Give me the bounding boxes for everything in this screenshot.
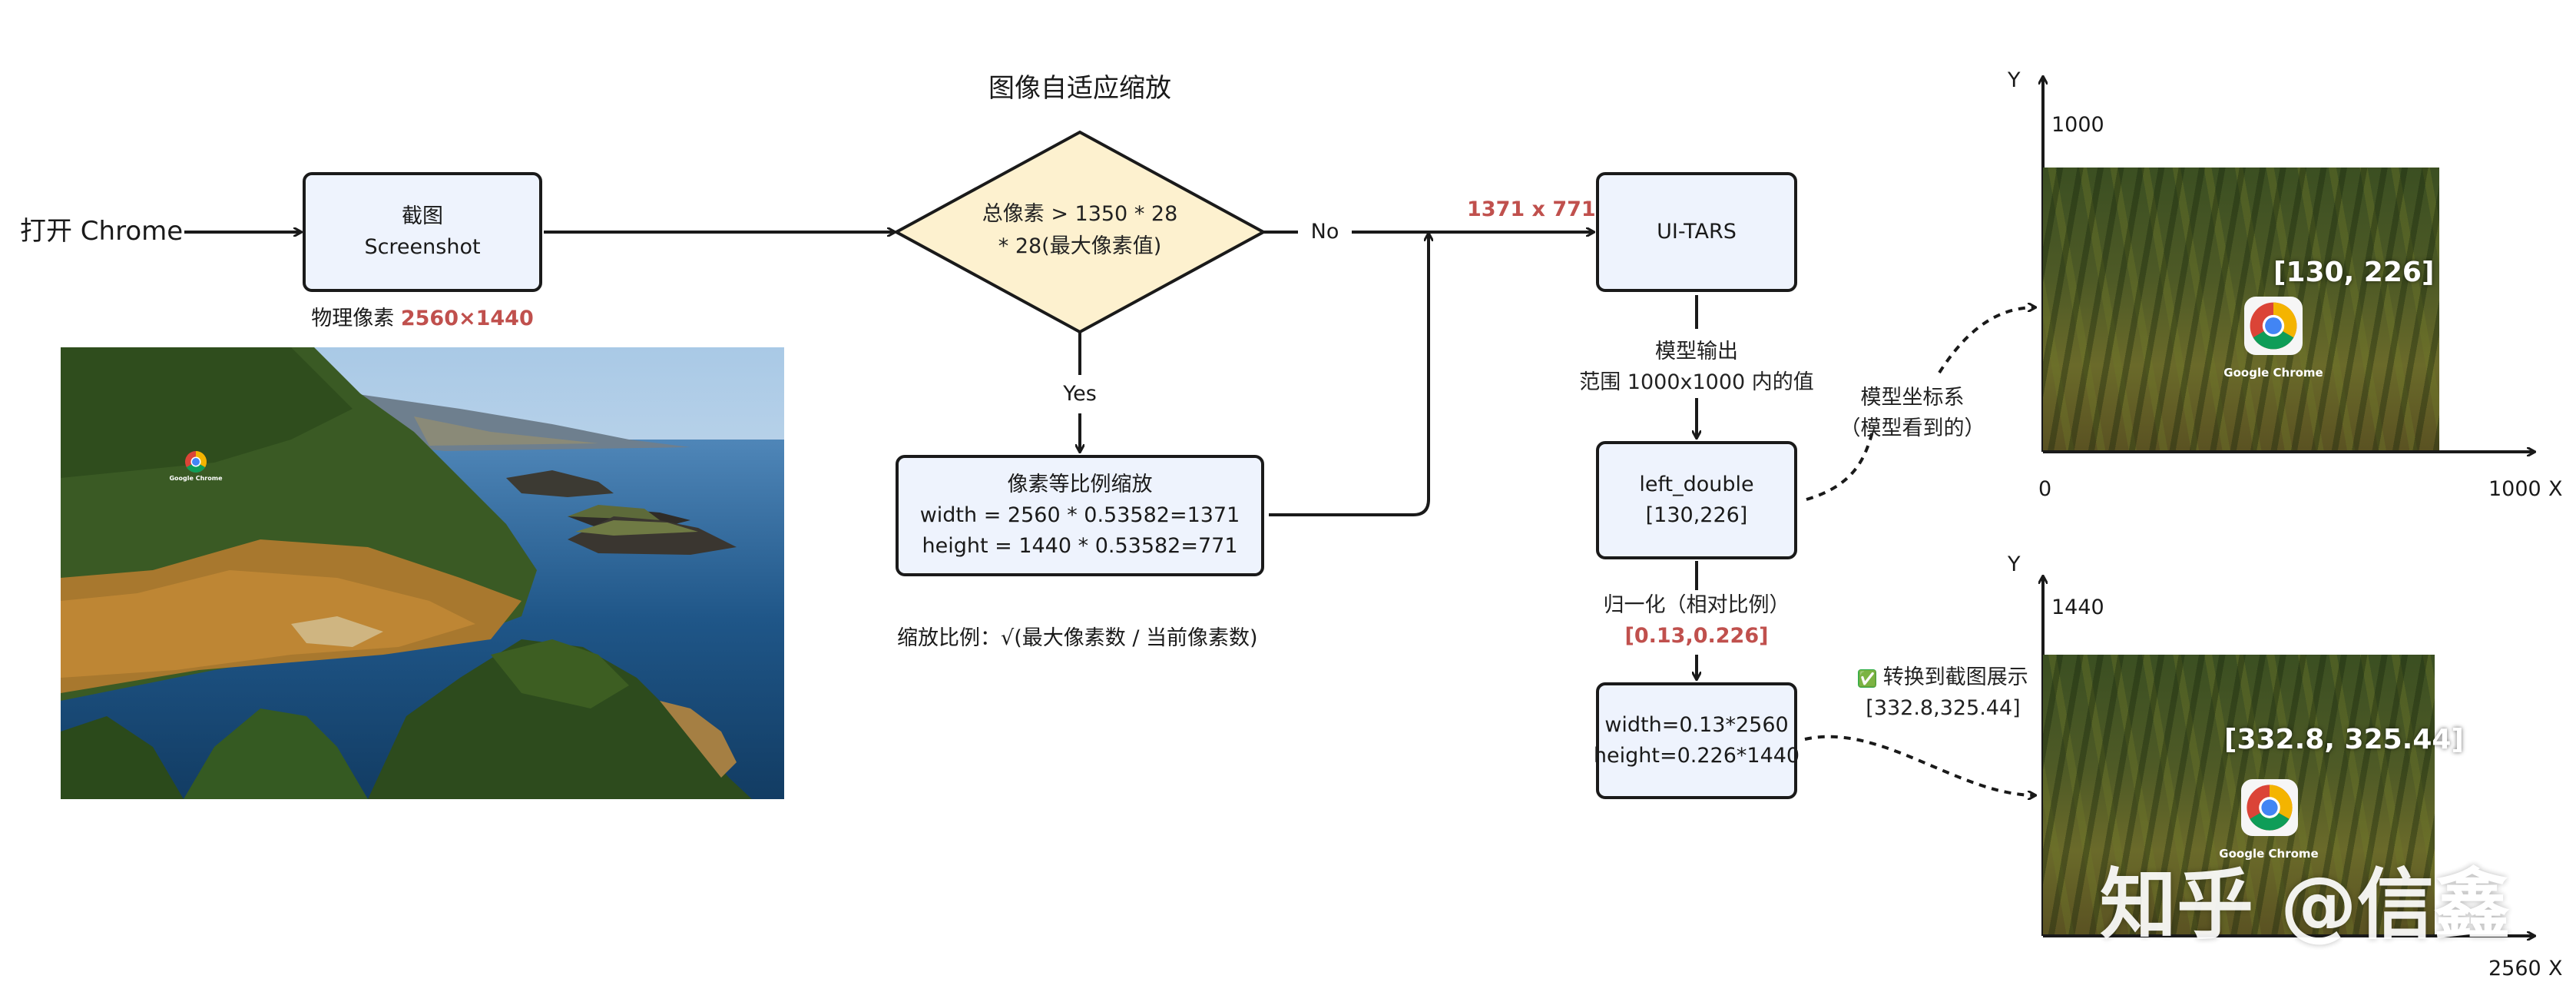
resized-dimensions: 1371 x 771 bbox=[1467, 197, 1596, 221]
desktop-chrome-icon[interactable] bbox=[184, 450, 207, 473]
screenshot-box: 截图 Screenshot bbox=[303, 172, 542, 292]
model-output-line1: 模型输出 bbox=[1655, 340, 1738, 363]
convert-note-line2: [332.8,325.44] bbox=[1866, 696, 2021, 720]
bottom-plot-coord-text: [332.8, 325.44] bbox=[2224, 724, 2464, 755]
top-plot-chrome-icon bbox=[2244, 297, 2303, 355]
top-plot-image: [130, 226] Google Chrome bbox=[2043, 168, 2439, 450]
normalize-line1: 归一化（相对比例） bbox=[1603, 593, 1790, 617]
bottom-plot-y-max: 1440 bbox=[2051, 596, 2104, 619]
resize-box-line1: 像素等比例缩放 bbox=[1007, 473, 1153, 496]
physical-pixels-label: 物理像素 2560×1440 bbox=[311, 307, 534, 330]
no-label: No bbox=[1310, 220, 1339, 244]
bottom-plot-y-axis-label: Y bbox=[2008, 552, 2021, 576]
coastal-landscape bbox=[61, 347, 784, 799]
bottom-plot-x-axis-label: X bbox=[2548, 957, 2563, 980]
arrow-resize-to-uitars bbox=[1269, 234, 1429, 516]
dashed-arrow-to-top-plot bbox=[1938, 307, 2035, 374]
normalize-label: 归一化（相对比例） [0.13,0.226] bbox=[1558, 590, 1835, 652]
action-box-line1: left_double bbox=[1639, 473, 1754, 496]
convert-box-line1: width=0.13*2560 bbox=[1604, 713, 1789, 737]
decision-line2: * 28(最大像素值) bbox=[998, 234, 1162, 258]
top-plot-x-max: 1000 bbox=[2488, 477, 2541, 501]
top-plot-coord-text: [130, 226] bbox=[2273, 257, 2435, 288]
convert-box-line2: height=0.226*1440 bbox=[1593, 744, 1800, 768]
model-output-line2: 范围 1000x1000 内的值 bbox=[1579, 370, 1814, 394]
screenshot-box-line1: 截图 bbox=[402, 204, 443, 228]
model-output-label: 模型输出 范围 1000x1000 内的值 bbox=[1566, 337, 1827, 398]
decision-diamond bbox=[892, 130, 1267, 334]
desktop-screenshot-image: Google Chrome bbox=[61, 347, 784, 799]
top-plot-chrome-label: Google Chrome bbox=[2223, 366, 2323, 380]
physical-pixels-value: 2560×1440 bbox=[400, 307, 534, 330]
desktop-chrome-label: Google Chrome bbox=[169, 475, 223, 482]
decision-line1: 总像素 > 1350 * 28 bbox=[982, 202, 1178, 226]
bottom-plot-x-max: 2560 bbox=[2488, 957, 2541, 980]
ui-tars-label: UI-TARS bbox=[1657, 220, 1737, 244]
bottom-plot-image: [332.8, 325.44] Google Chrome bbox=[2043, 655, 2464, 934]
top-plot-origin: 0 bbox=[2038, 477, 2052, 501]
model-coord-line1: 模型坐标系 bbox=[1860, 386, 1965, 410]
start-label: 打开 Chrome bbox=[20, 216, 184, 247]
resize-box-line2: width = 2560 * 0.53582=1371 bbox=[919, 503, 1240, 527]
top-plot-y-axis-label: Y bbox=[2008, 68, 2021, 92]
action-box: left_double [130,226] bbox=[1596, 441, 1797, 559]
dashed-arrow-to-bottom-plot bbox=[1804, 735, 2035, 795]
diagram-title: 图像自适应缩放 bbox=[988, 73, 1171, 104]
action-box-line2: [130,226] bbox=[1645, 503, 1748, 527]
scale-ratio-formula: 缩放比例：√(最大像素数 / 当前像素数) bbox=[897, 626, 1258, 650]
model-coordinate-label: 模型坐标系 （模型看到的） bbox=[1828, 383, 1997, 444]
convert-note: ✅ 转换到截图展示 [332.8,325.44] bbox=[1843, 662, 2043, 724]
check-icon: ✅ bbox=[1858, 669, 1878, 688]
normalize-value: [0.13,0.226] bbox=[1624, 624, 1769, 648]
convert-note-line1: 转换到截图展示 bbox=[1876, 665, 2028, 689]
top-plot-y-max: 1000 bbox=[2051, 113, 2104, 137]
screenshot-box-line2: Screenshot bbox=[364, 235, 481, 259]
zhihu-watermark: 知乎 @信鑫 bbox=[2100, 860, 2511, 950]
resize-box-line3: height = 1440 * 0.53582=771 bbox=[922, 534, 1238, 558]
bottom-plot-chrome-icon bbox=[2241, 779, 2298, 836]
yes-label: Yes bbox=[1063, 382, 1097, 406]
decision-text: 总像素 > 1350 * 28 * 28(最大像素值) bbox=[957, 198, 1203, 263]
ui-tars-box: UI-TARS bbox=[1596, 172, 1797, 292]
bottom-plot-chrome-label: Google Chrome bbox=[2219, 847, 2319, 861]
convert-box: width=0.13*2560 height=0.226*1440 bbox=[1593, 682, 1800, 799]
top-plot-x-axis-label: X bbox=[2548, 477, 2563, 501]
model-coord-line2: （模型看到的） bbox=[1839, 416, 1985, 440]
dashed-arrow-to-model-coord bbox=[1806, 426, 1876, 501]
resize-box: 像素等比例缩放 width = 2560 * 0.53582=1371 heig… bbox=[896, 455, 1264, 576]
